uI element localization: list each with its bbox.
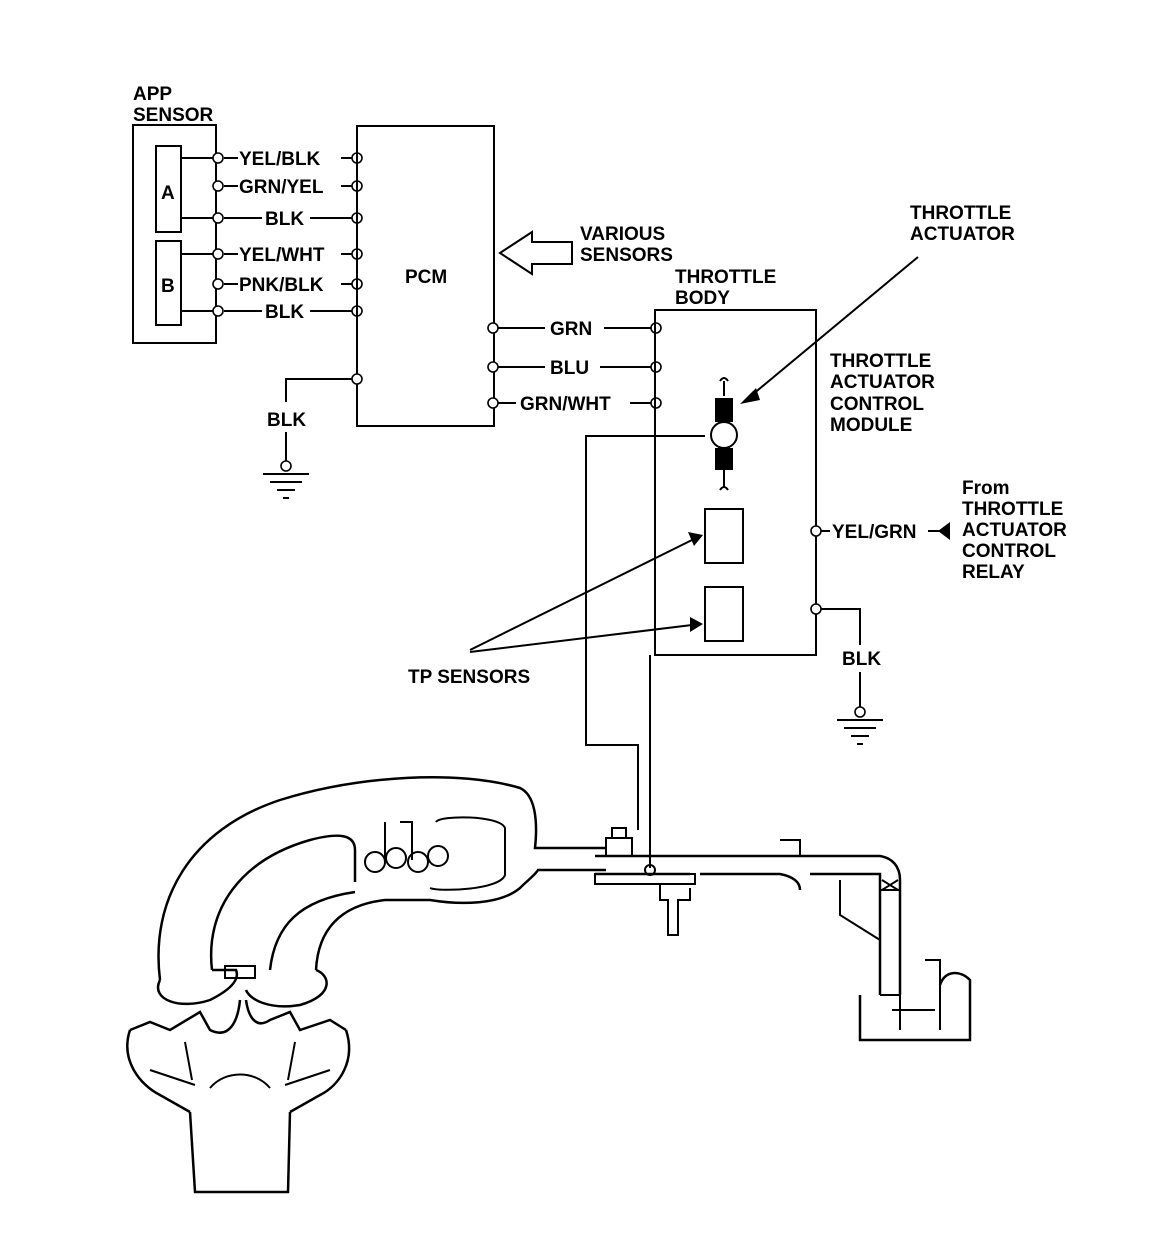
tp-sensors-label: TP SENSORS — [408, 667, 530, 688]
various-sensors-label-1: VARIOUS — [580, 224, 665, 245]
pcm-label: PCM — [405, 267, 447, 288]
app-sensor-section-a — [155, 145, 182, 233]
engine-intake-illustration — [126, 776, 972, 1194]
throttle-body-box — [654, 309, 817, 656]
from-relay-label-1: From — [962, 478, 1010, 499]
tp-sensor-2 — [704, 586, 744, 642]
pcm-ground-label: BLK — [267, 410, 306, 431]
section-b-label: B — [161, 276, 175, 297]
various-sensors-arrow — [498, 230, 573, 276]
throttle-actuator-motor — [710, 377, 738, 491]
various-sensors-label-2: SENSORS — [580, 245, 673, 266]
app-sensor-label-1: APP — [133, 84, 172, 105]
tacm-label-3: CONTROL — [830, 394, 924, 415]
wire-label-grn-wht: GRN/WHT — [520, 394, 611, 415]
wire-label-1: YEL/BLK — [239, 149, 321, 170]
wire-label-3: BLK — [265, 209, 304, 230]
throttle-actuator-label-2: ACTUATOR — [910, 224, 1015, 245]
module-ground-label: BLK — [842, 649, 881, 670]
pcm-throttle-wiring — [487, 322, 662, 409]
tp-sensor-1 — [704, 508, 744, 564]
tacm-label-2: ACTUATOR — [830, 372, 935, 393]
pcm-ground — [263, 373, 363, 499]
intake-leader-lines — [585, 435, 705, 868]
throttle-actuator-label-1: THROTTLE — [910, 203, 1011, 224]
tacm-label-1: THROTTLE — [830, 351, 931, 372]
pcm-box — [356, 125, 495, 427]
relay-input-wire — [810, 522, 950, 540]
from-relay-label-4: CONTROL — [962, 541, 1056, 562]
throttle-actuator-pointer — [740, 256, 919, 404]
app-sensor — [132, 124, 218, 344]
from-relay-label-2: THROTTLE — [962, 499, 1063, 520]
wire-label-blu: BLU — [550, 358, 589, 379]
wire-label-4: YEL/WHT — [239, 245, 325, 266]
section-a-label: A — [161, 183, 175, 204]
wire-label-grn: GRN — [550, 319, 592, 340]
app-sensor-housing — [132, 124, 217, 344]
wire-label-6: BLK — [265, 302, 304, 323]
app-sensor-section-b — [155, 240, 182, 326]
from-relay-label-3: ACTUATOR — [962, 520, 1067, 541]
throttle-body-label-1: THROTTLE — [675, 267, 776, 288]
module-ground — [810, 603, 883, 745]
relay-wire-label: YEL/GRN — [832, 522, 916, 543]
wire-label-2: GRN/YEL — [239, 177, 324, 198]
throttle-body-label-2: BODY — [675, 288, 730, 309]
tp-sensors-pointers — [469, 532, 703, 653]
wire-label-5: PNK/BLK — [239, 275, 324, 296]
tacm-label-4: MODULE — [830, 415, 912, 436]
from-relay-label-5: RELAY — [962, 562, 1025, 583]
app-pcm-wiring — [212, 152, 363, 317]
app-sensor-label-2: SENSOR — [133, 105, 214, 126]
